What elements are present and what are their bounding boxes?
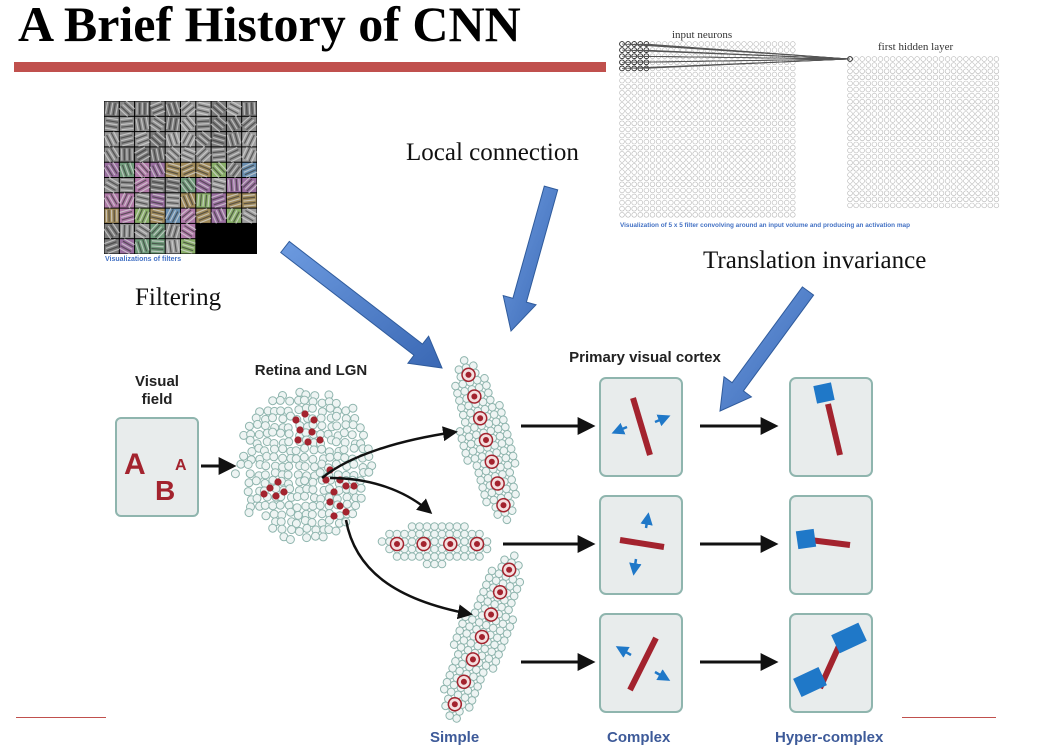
field-letter-b: B [155, 475, 175, 506]
translation-invariance-arrow [719, 286, 815, 412]
network-caption: Visualization of 5 x 5 filter convolving… [620, 222, 910, 229]
hypercomplex-cell-box-top [789, 377, 873, 477]
visual-field-label: Visual field [135, 373, 179, 408]
filters-caption: Visualizations of filters [105, 256, 182, 263]
hidden-layer-label: first hidden layer [878, 41, 954, 53]
hypercomplex-cell-box-bottom [789, 613, 873, 713]
title-underline [14, 62, 606, 72]
column-label-simple: Simple [430, 729, 480, 746]
simple-cells [377, 356, 525, 723]
retina-to-simple-middle-arrow [329, 476, 433, 514]
column-label-complex: Complex [607, 729, 671, 746]
input-neurons-label: input neurons [672, 29, 733, 41]
local-connection-label: Local connection [406, 139, 579, 166]
filter-grid-image [103, 100, 258, 255]
field-letter-a-small: A [175, 457, 187, 474]
retina-lgn-label: Retina and LGN [254, 362, 368, 379]
footer-rule-left [16, 717, 106, 718]
retina-to-simple-top-arrow [321, 426, 458, 479]
translation-invariance-label: Translation invariance [703, 247, 927, 274]
footer-rule-right [902, 717, 996, 718]
hypercomplex-cell-box-middle [789, 495, 873, 595]
hidden-neuron-grid [847, 56, 1000, 209]
filtering-label: Filtering [135, 284, 222, 311]
network-visualization [619, 41, 1000, 218]
complex-cell-box-middle [599, 495, 683, 595]
complex-cell-box-bottom [599, 613, 683, 713]
filtering-arrow [279, 240, 443, 369]
primary-visual-cortex-label: Primary visual cortex [569, 349, 721, 366]
visual-field-box: A B A [115, 417, 199, 517]
filters-visualization [103, 100, 258, 255]
complex-cell-box-top [599, 377, 683, 477]
column-label-hypercomplex: Hyper-complex [775, 729, 884, 746]
local-connection-arrow [502, 185, 559, 333]
input-neuron-grid [619, 41, 796, 218]
connection-lines [621, 43, 851, 69]
retina-to-simple-bottom-arrow [344, 519, 473, 620]
slide-title: A Brief History of CNN [18, 0, 521, 52]
field-letter-a-large: A [124, 448, 146, 481]
retina-cell-cluster [230, 387, 377, 544]
